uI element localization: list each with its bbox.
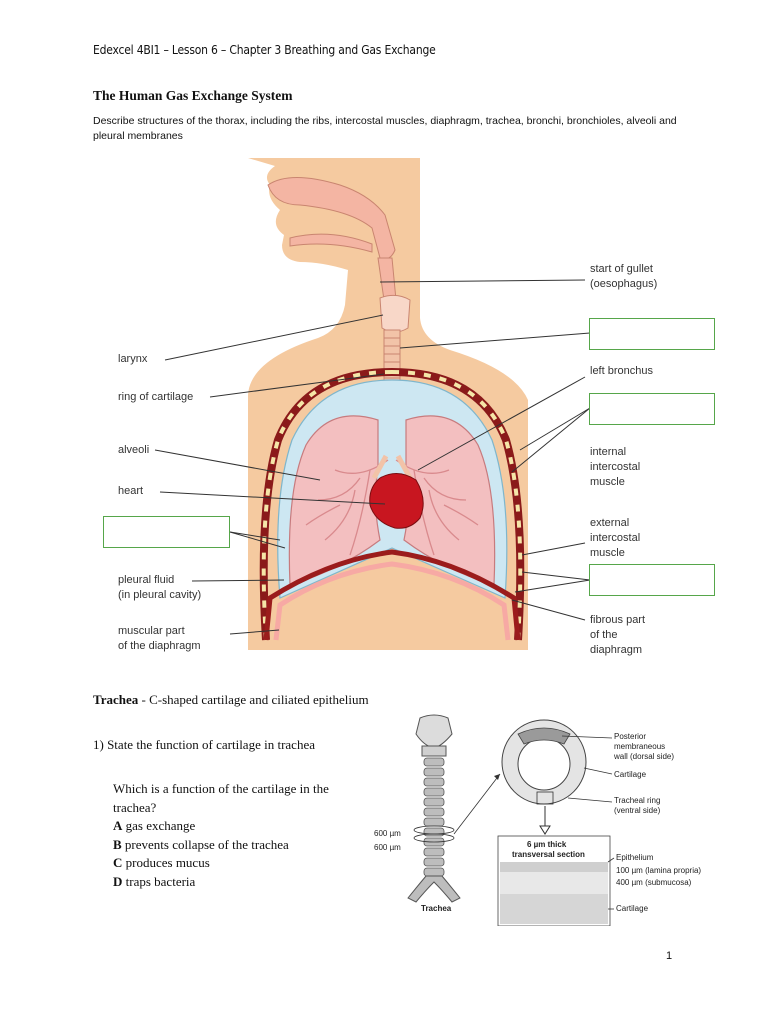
label-cartilage-top: Cartilage bbox=[614, 770, 646, 780]
label-transversal-section: transversal section bbox=[512, 850, 585, 860]
trachea-bronchi bbox=[408, 876, 460, 902]
question-1: 1) State the function of cartilage in tr… bbox=[93, 737, 315, 753]
label-start-of-gullet: start of gullet bbox=[590, 262, 653, 277]
label-ventral-side: (ventral side) bbox=[614, 806, 660, 816]
label-posterior: Posterior bbox=[614, 732, 646, 742]
trachea-histology-diagram bbox=[372, 712, 748, 926]
answer-box-ribs[interactable] bbox=[103, 516, 230, 548]
section-name: Trachea bbox=[93, 692, 138, 707]
label-external: external bbox=[590, 516, 629, 531]
page-number: 1 bbox=[666, 950, 672, 962]
answer-box-ribs-right[interactable] bbox=[589, 564, 715, 596]
label-of-the: of the bbox=[590, 628, 618, 643]
mcq-block: Which is a function of the cartilage in … bbox=[113, 780, 373, 891]
section-heading: Trachea - C-shaped cartilage and ciliate… bbox=[93, 692, 369, 708]
label-external-intercostal: intercostal bbox=[590, 531, 640, 546]
label-diaphragm: diaphragm bbox=[590, 643, 642, 658]
mcq-stem: Which is a function of the cartilage in … bbox=[113, 780, 373, 817]
label-lamina-propria: 100 µm (lamina propria) bbox=[616, 866, 701, 876]
label-pleural-fluid: pleural fluid bbox=[118, 573, 174, 588]
label-muscular-part: muscular part bbox=[118, 624, 185, 639]
larynx-shape bbox=[380, 295, 410, 332]
trachea-larynx-top bbox=[416, 715, 452, 748]
label-600um-a: 600 µm bbox=[374, 829, 401, 839]
option-c[interactable]: C produces mucus bbox=[113, 854, 373, 873]
label-cartilage-bottom: Cartilage bbox=[616, 904, 648, 914]
label-internal-intercostal: intercostal bbox=[590, 460, 640, 475]
answer-box-trachea[interactable] bbox=[589, 318, 715, 350]
label-of-the-diaphragm: of the diaphragm bbox=[118, 639, 201, 654]
section-text: - C-shaped cartilage and ciliated epithe… bbox=[138, 692, 368, 707]
label-external-muscle: muscle bbox=[590, 546, 625, 561]
label-ring-of-cartilage: ring of cartilage bbox=[118, 390, 193, 405]
label-6um: 6 µm thick bbox=[527, 840, 566, 850]
label-left-bronchus: left bronchus bbox=[590, 364, 653, 379]
answer-box-bronchiole[interactable] bbox=[589, 393, 715, 425]
label-epithelium: Epithelium bbox=[616, 853, 653, 863]
label-internal-muscle: muscle bbox=[590, 475, 625, 490]
label-larynx: larynx bbox=[118, 352, 147, 367]
label-tracheal-ring: Tracheal ring bbox=[614, 796, 660, 806]
label-pleural-cavity: (in pleural cavity) bbox=[118, 588, 201, 603]
label-alveoli: alveoli bbox=[118, 443, 149, 458]
label-trachea: Trachea bbox=[421, 904, 451, 914]
option-a[interactable]: A gas exchange bbox=[113, 817, 373, 836]
label-heart: heart bbox=[118, 484, 143, 499]
trachea-rings bbox=[424, 758, 444, 876]
label-membraneous: membraneous bbox=[614, 742, 665, 752]
option-b[interactable]: B prevents collapse of the trachea bbox=[113, 836, 373, 855]
label-fibrous-part: fibrous part bbox=[590, 613, 645, 628]
option-d[interactable]: D traps bacteria bbox=[113, 873, 373, 892]
label-dorsal-wall: wall (dorsal side) bbox=[614, 752, 674, 762]
label-internal: internal bbox=[590, 445, 626, 460]
label-submucosa: 400 µm (submucosa) bbox=[616, 878, 691, 888]
label-oesophagus: (oesophagus) bbox=[590, 277, 657, 292]
label-600um-b: 600 µm bbox=[374, 843, 401, 853]
